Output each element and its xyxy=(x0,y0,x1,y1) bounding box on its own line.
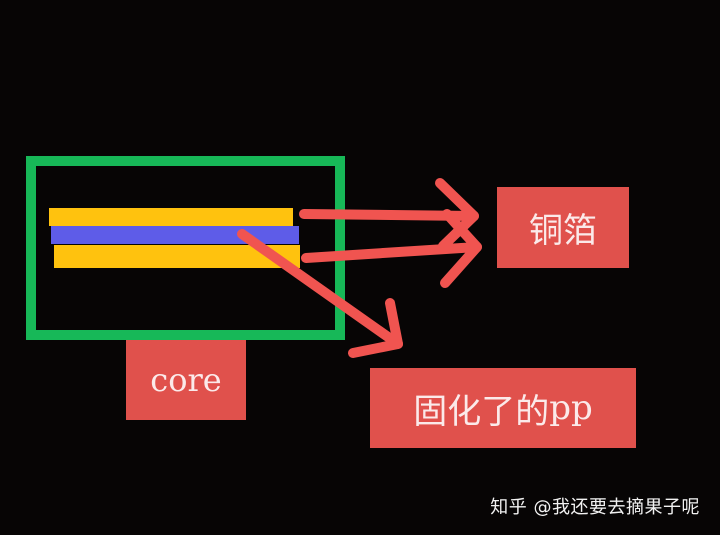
copper-foil-bottom-layer xyxy=(54,245,300,268)
copper-foil-label: 铜箔 xyxy=(497,187,629,268)
cured-pp-label-text-latin: pp xyxy=(549,388,593,428)
arrow-bottom-to-foil-icon xyxy=(301,209,482,288)
cured-pp-label-text-cn: 固化了的 xyxy=(413,391,550,432)
core-label: core xyxy=(126,340,246,420)
arrow-pp-to-cured-pp-icon xyxy=(237,229,403,358)
core-label-text: core xyxy=(150,361,222,399)
copper-foil-top-layer xyxy=(49,208,293,226)
core-frame-box xyxy=(26,156,345,340)
copper-foil-label-text: 铜箔 xyxy=(529,211,597,251)
prepreg-layer xyxy=(51,226,299,244)
watermark: 知乎 @我还要去摘果子呢 xyxy=(490,497,700,518)
